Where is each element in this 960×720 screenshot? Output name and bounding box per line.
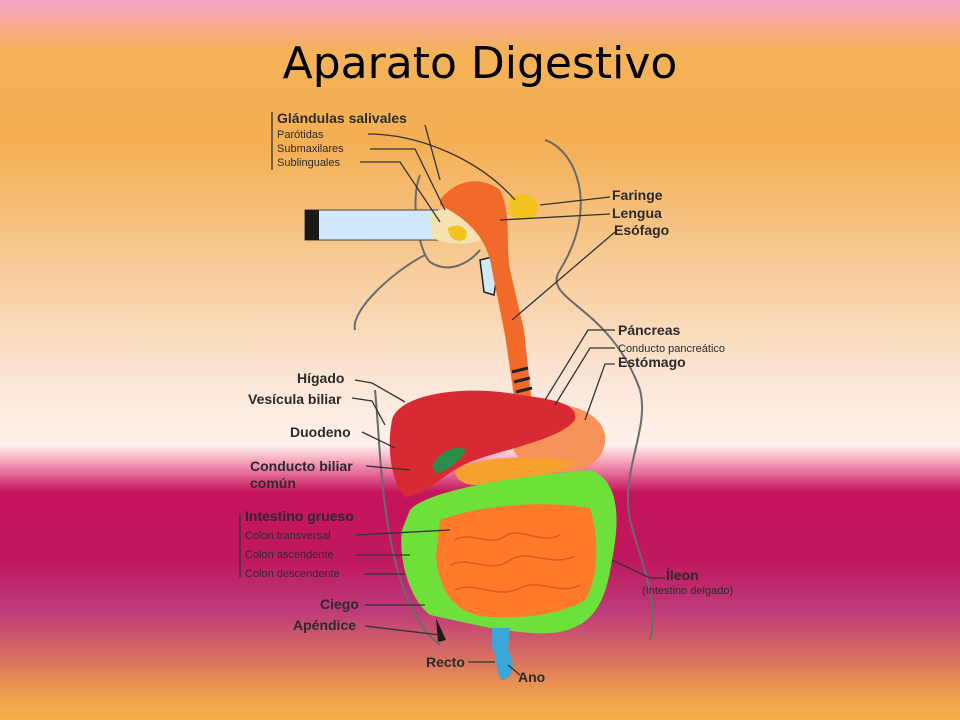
label-pancreas: Páncreas [618, 322, 680, 338]
esophagus-shape [440, 181, 532, 410]
body-outline [353, 139, 654, 646]
label-ileon-sub: (Intestino delgado) [642, 585, 733, 597]
label-ciego: Ciego [320, 596, 359, 612]
label-parotidas: Parótidas [277, 129, 324, 141]
appendix-shape [436, 618, 446, 642]
label-higado: Hígado [297, 370, 344, 386]
esophagus [440, 181, 533, 410]
label-sublinguales: Sublinguales [277, 157, 340, 169]
label-colon-descendente: Colon descendente [245, 568, 340, 580]
label-esofago: Esófago [614, 222, 669, 238]
slide-title: Aparato Digestivo [282, 38, 678, 89]
leader-lines [239, 112, 665, 676]
label-intestino-grueso: Intestino grueso [245, 508, 354, 524]
label-faringe: Faringe [612, 187, 663, 203]
label-glandulas-salivales: Glándulas salivales [277, 110, 407, 126]
label-colon-transversal: Colon transversal [245, 530, 331, 542]
pancreas-shape [455, 457, 575, 486]
label-conducto-biliar: Conducto biliar [250, 458, 353, 474]
label-estomago: Estómago [618, 354, 686, 370]
label-conducto-pancreatico: Conducto pancreático [618, 343, 725, 355]
salivary-glands [448, 194, 539, 241]
label-colon-ascendente: Colon ascendente [245, 549, 334, 561]
label-duodeno: Duodeno [290, 424, 351, 440]
liver [389, 390, 576, 497]
label-lengua: Lengua [612, 205, 662, 221]
small-intestine-folds [449, 532, 581, 593]
small-intestine-shape [436, 504, 597, 618]
label-recto: Recto [426, 654, 465, 670]
label-ileon: Íleon [666, 567, 699, 583]
diagram-labels: Glándulas salivales Parótidas Submaxilar… [245, 110, 733, 685]
label-vesicula-biliar: Vesícula biliar [248, 391, 342, 407]
label-ano: Ano [518, 669, 545, 685]
rectum-shape [492, 628, 513, 680]
label-submaxilares: Submaxilares [277, 143, 344, 155]
label-conducto-biliar-comun: común [250, 475, 296, 491]
label-apendice: Apéndice [293, 617, 356, 633]
